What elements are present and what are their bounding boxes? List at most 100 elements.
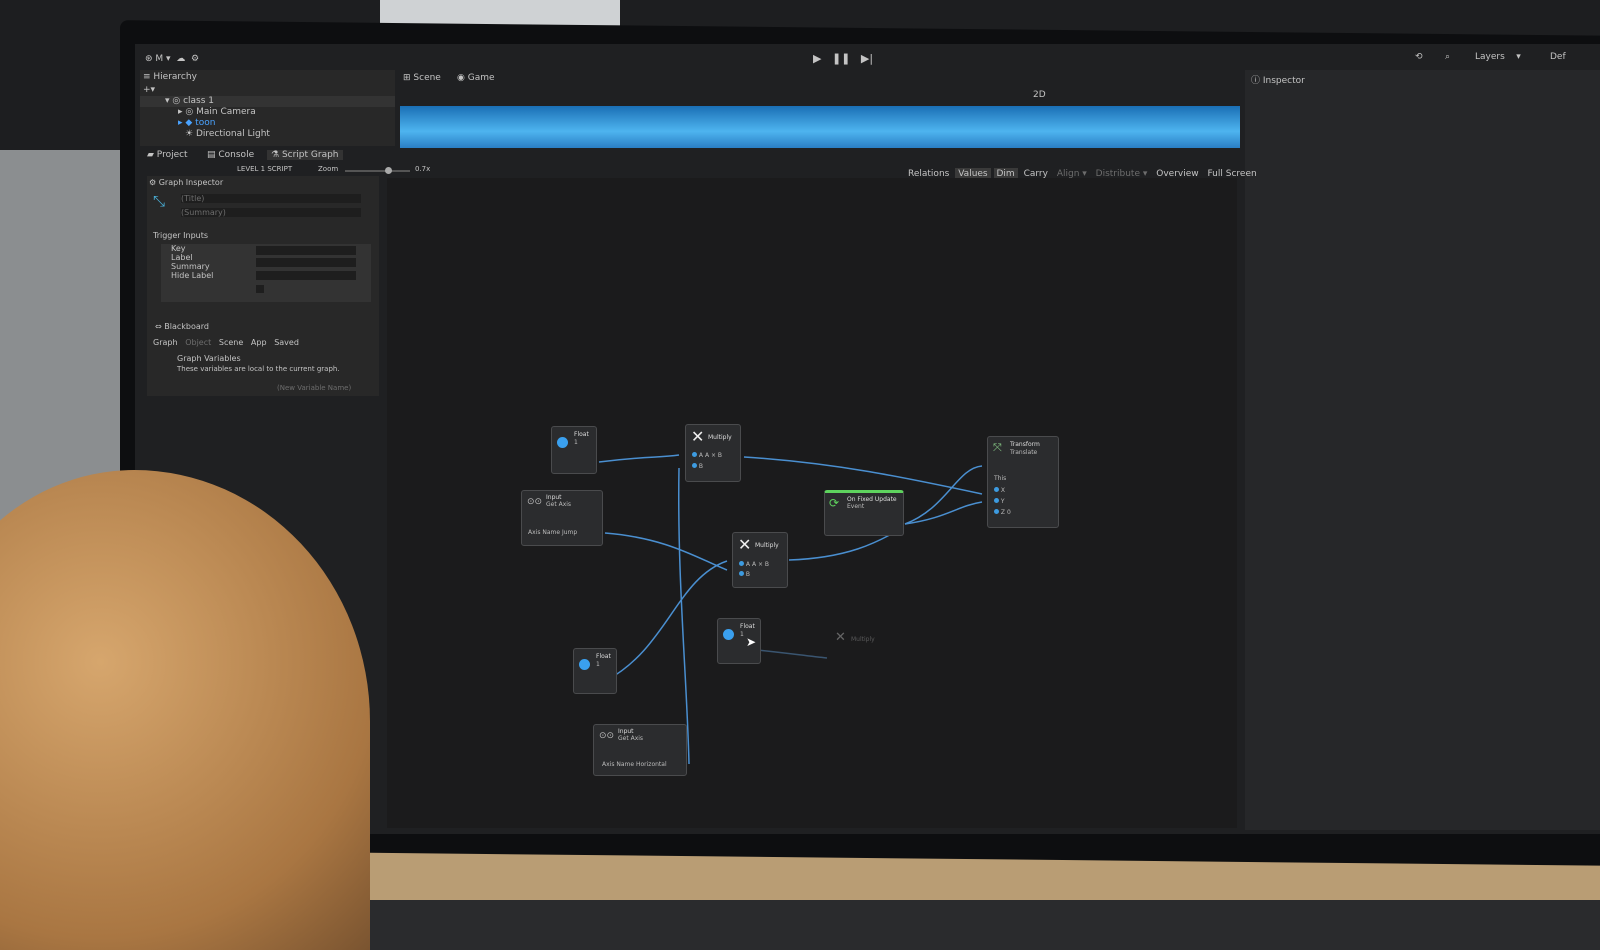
multiply-node[interactable]: ✕ Multiply A A × B B	[732, 532, 788, 588]
blackboard-title: Blackboard	[164, 322, 209, 331]
inspector-panel: ⓘ Inspector	[1245, 70, 1600, 830]
port-label: B	[698, 463, 704, 470]
tab-app[interactable]: App	[250, 338, 267, 347]
port-b[interactable]	[739, 571, 744, 576]
node-value[interactable]: 1	[740, 631, 744, 638]
wire	[604, 532, 728, 571]
graph-canvas[interactable]: Float 1 ✕ Multiply A A × B B ⊙⊙ Input Ge…	[387, 178, 1237, 828]
port-label: Z	[1000, 509, 1006, 516]
port-label: A	[745, 561, 751, 568]
node-title: Input	[546, 494, 562, 501]
node-title: Multiply	[708, 434, 732, 441]
distribute-dropdown[interactable]: Distribute ▾	[1095, 169, 1148, 179]
port-z[interactable]	[994, 509, 999, 514]
values-button[interactable]: Values	[955, 168, 991, 180]
title-input[interactable]: (Title)	[181, 194, 361, 203]
relations-button[interactable]: Relations	[908, 169, 950, 179]
tab-scene-vars[interactable]: Scene	[218, 338, 244, 347]
inspector-tab[interactable]: ⓘ Inspector	[1251, 76, 1305, 86]
node-value[interactable]: 1	[596, 661, 600, 668]
axis-value[interactable]: Jump	[561, 529, 578, 536]
overview-button[interactable]: Overview	[1156, 169, 1199, 179]
search-icon[interactable]: ⌕	[1445, 52, 1451, 62]
step-button[interactable]: ▶|	[860, 52, 874, 65]
2d-toggle[interactable]: 2D	[1033, 90, 1046, 100]
float-node[interactable]: Float 1	[551, 426, 597, 474]
tab-script-graph[interactable]: ⚗ Script Graph	[267, 150, 343, 160]
blackboard-tabs: Graph Object Scene App Saved	[153, 338, 299, 347]
port-x[interactable]	[994, 487, 999, 492]
full-screen-button[interactable]: Full Screen	[1207, 169, 1257, 179]
port-y[interactable]	[994, 498, 999, 503]
tab-project[interactable]: ▰ Project	[147, 150, 188, 160]
carry-button[interactable]: Carry	[1023, 169, 1048, 179]
hierarchy-item[interactable]: ☀ Directional Light	[185, 129, 270, 139]
tab-saved[interactable]: Saved	[274, 338, 299, 347]
dim-button[interactable]: Dim	[993, 168, 1018, 180]
history-icon[interactable]: ⟲	[1415, 52, 1423, 62]
float-node[interactable]: Float 1	[573, 648, 617, 694]
tab-label: Game	[467, 73, 495, 83]
transform-translate-node[interactable]: ⤧ Transform Translate This X Y Z 0	[987, 436, 1059, 528]
multiply-node[interactable]: ✕ Multiply A A × B B	[685, 424, 741, 482]
add-button[interactable]: +▾	[143, 85, 156, 95]
summary-label: Summary	[171, 262, 210, 271]
zoom-slider[interactable]	[345, 167, 410, 174]
node-title: Multiply	[755, 542, 779, 549]
multiply-icon: ✕	[835, 630, 846, 645]
get-axis-node[interactable]: ⊙⊙ Input Get Axis Axis Name Jump	[521, 490, 603, 546]
dimmed-multiply-node[interactable]: ✕ Multiply	[835, 626, 875, 646]
layers-label: Layers	[1475, 52, 1505, 62]
transform-icon: ⤧	[993, 441, 1002, 454]
tab-label: Project	[156, 150, 188, 160]
summary-field[interactable]	[256, 271, 356, 280]
node-title: Float	[596, 653, 611, 660]
label-field[interactable]	[256, 258, 356, 267]
float-icon	[557, 437, 568, 448]
port-a[interactable]	[692, 452, 697, 457]
z-value[interactable]: 0	[1006, 509, 1011, 516]
play-button[interactable]: ▶	[813, 52, 822, 65]
wire	[598, 454, 680, 463]
scene-viewport[interactable]	[400, 106, 1240, 148]
layout-dropdown[interactable]: Def	[1550, 52, 1566, 62]
tab-object[interactable]: Object	[185, 338, 212, 347]
item-label: Main Camera	[196, 107, 256, 117]
align-dropdown[interactable]: Align ▾	[1056, 169, 1087, 179]
float-icon	[579, 659, 590, 670]
blackboard-header: ⇔ Blackboard	[155, 322, 209, 331]
node-subtitle: Get Axis	[618, 735, 644, 742]
new-variable-input[interactable]: (New Variable Name)	[277, 384, 352, 392]
float-node[interactable]: Float 1 ➤	[717, 618, 761, 664]
port-b[interactable]	[692, 463, 697, 468]
tab-graph[interactable]: Graph	[153, 338, 178, 347]
summary-input[interactable]: (Summary)	[181, 208, 361, 217]
hierarchy-item[interactable]: ▸ ◎ Main Camera	[178, 107, 256, 117]
wire	[606, 560, 728, 681]
node-title: On Fixed Update	[847, 496, 897, 503]
item-label: class 1	[183, 96, 215, 106]
hierarchy-item[interactable]: ▾ ◎ class 1	[140, 96, 395, 107]
hierarchy-panel: ≡ Hierarchy +▾ ▾ ◎ class 1 ▸ ◎ Main Came…	[140, 70, 395, 146]
graph-toolbar-buttons: Relations Values Dim Carry Align ▾ Distr…	[905, 168, 1260, 180]
port-a[interactable]	[739, 561, 744, 566]
layers-dropdown[interactable]: Layers ▾	[1475, 52, 1521, 62]
key-field[interactable]	[256, 246, 356, 255]
gamepad-icon: ⊙⊙	[599, 731, 615, 741]
wires	[598, 454, 983, 765]
axis-value[interactable]: Horizontal	[635, 761, 667, 768]
hide-label-checkbox[interactable]	[256, 285, 264, 293]
this-port[interactable]: This	[994, 475, 1007, 482]
hierarchy-tab[interactable]: ≡ Hierarchy	[143, 72, 197, 82]
on-fixed-update-node[interactable]: ⟳ On Fixed Update Event	[824, 490, 904, 536]
tab-game[interactable]: ◉ Game	[457, 73, 495, 83]
tab-scene[interactable]: ⊞ Scene	[403, 73, 441, 83]
hierarchy-item[interactable]: ▸ ◆ toon	[178, 118, 216, 128]
node-value[interactable]: 1	[574, 439, 578, 446]
get-axis-node[interactable]: ⊙⊙ Input Get Axis Axis Name Horizontal	[593, 724, 687, 776]
graph-breadcrumb[interactable]: LEVEL 1 SCRIPT	[237, 165, 293, 173]
tab-console[interactable]: ▤ Console	[207, 150, 255, 160]
pause-button[interactable]: ❚❚	[831, 52, 851, 65]
node-title: Float	[574, 431, 589, 438]
account-dropdown[interactable]: ⊛ M ▾ ☁ ⚙	[145, 54, 200, 64]
